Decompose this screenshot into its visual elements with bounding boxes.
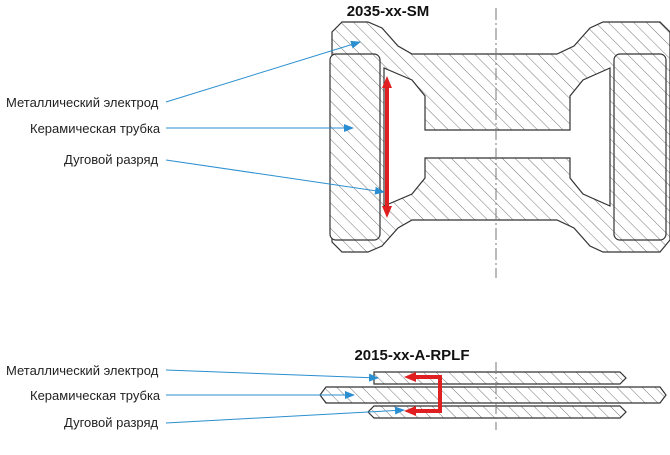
bottom-electrode-bottom: [367, 405, 627, 419]
bottom-diagram: 2015-xx-A-RPLF Металлический электрод Ке…: [6, 347, 667, 430]
top-diagram: 2035-xx-SM Металлический электрод Керами…: [6, 3, 670, 278]
top-label-arc: Дуговой разряд: [64, 152, 159, 167]
bottom-leader-arc: [165, 406, 405, 424]
bottom-ceramic-tube: [319, 386, 667, 404]
bottom-label-electrode: Металлический электрод: [6, 363, 159, 378]
top-inner-cavity: [383, 67, 611, 207]
bottom-label-ceramic: Керамическая трубка: [30, 388, 161, 403]
top-label-electrode: Металлический электрод: [6, 95, 159, 110]
bottom-arc-arrow: [404, 372, 442, 416]
top-leader-electrode: [165, 40, 361, 103]
top-leader-arc: [165, 159, 385, 195]
bottom-leader-electrode: [165, 369, 379, 382]
bottom-label-arc: Дуговой разряд: [64, 415, 159, 430]
top-label-ceramic: Керамическая трубка: [30, 121, 161, 136]
top-diagram-title: 2035-xx-SM: [347, 3, 430, 20]
bottom-diagram-title: 2015-xx-A-RPLF: [354, 347, 469, 364]
top-ceramic-left: [329, 53, 381, 241]
top-ceramic-right: [613, 53, 667, 241]
